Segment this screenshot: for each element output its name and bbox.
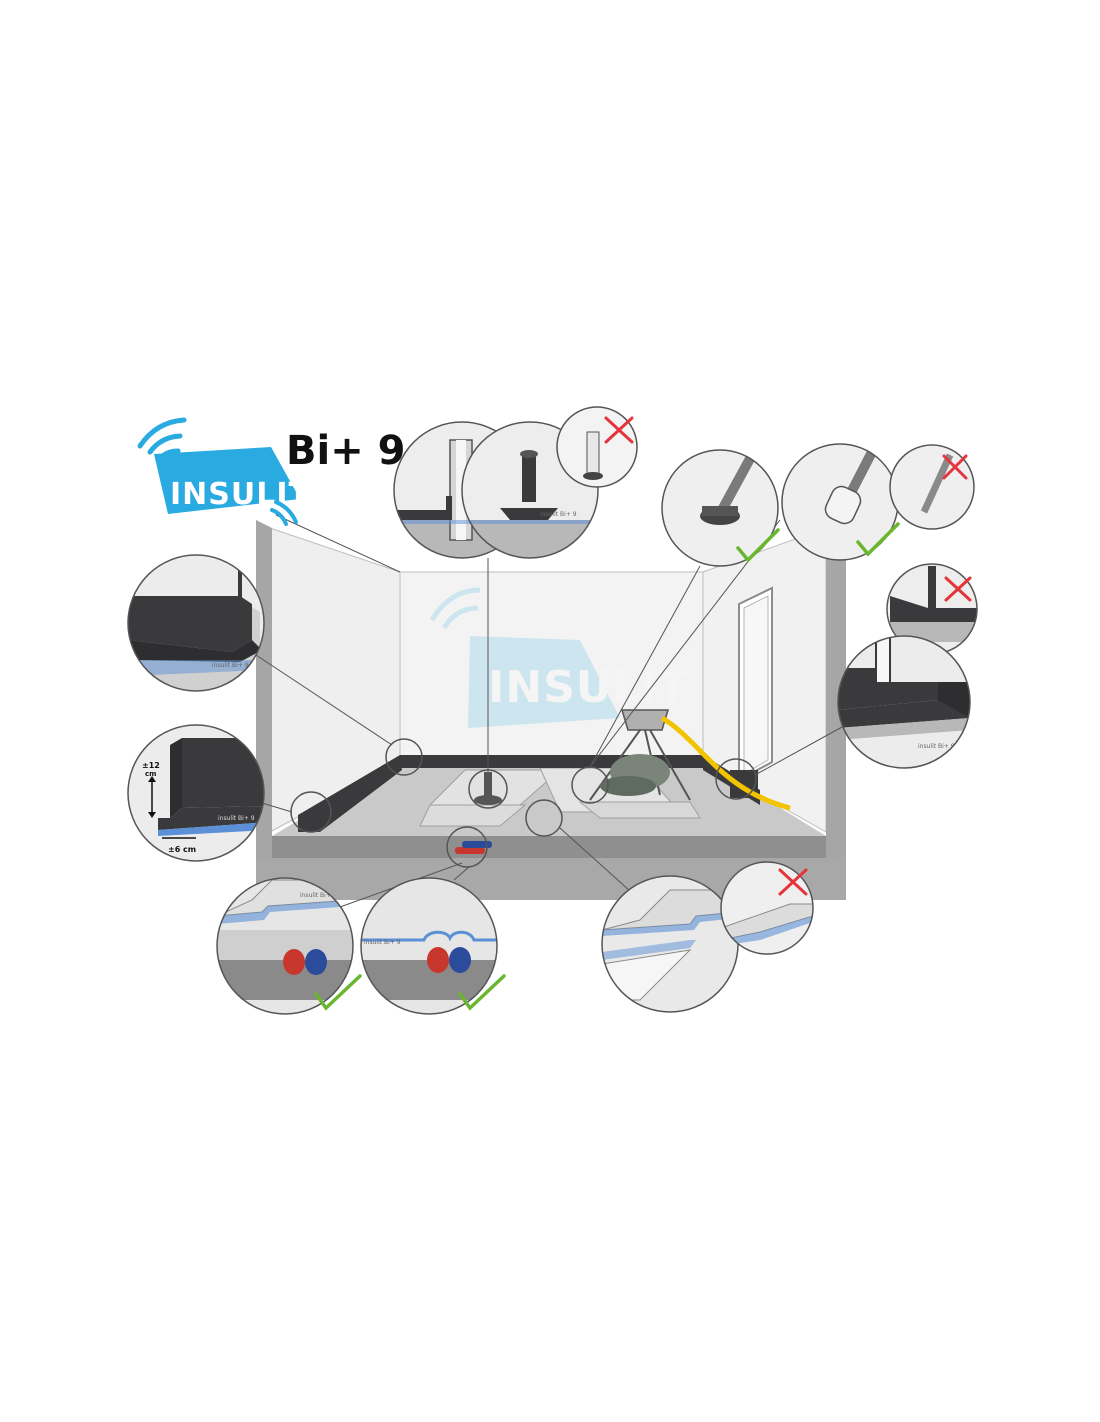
- pipes-in-floor: [455, 841, 492, 854]
- check-icon: [458, 974, 506, 1011]
- cross-icon: [944, 576, 972, 602]
- height-dimension: ±12: [142, 761, 160, 770]
- width-dimension: ±6 cm: [168, 845, 196, 854]
- detail-door-corner-wrong: [886, 563, 978, 655]
- product-name: Bi+ 9: [286, 428, 405, 474]
- perimeter-strip-left: [298, 755, 402, 832]
- right-wall-edge: [826, 520, 846, 858]
- detail-sleeve-wrong: [556, 406, 638, 488]
- screed-pump: [589, 709, 791, 811]
- check-icon: [856, 522, 900, 557]
- brand-logo: INSULIT: [137, 417, 310, 526]
- check-icon: [314, 974, 362, 1011]
- logo-text: INSULIT: [170, 477, 310, 512]
- detail-door-corner-ok: insulit Bi+ 9: [837, 635, 971, 769]
- watermark-text: INSULIT: [488, 662, 690, 713]
- watermark-logo: INSULIT: [429, 587, 690, 728]
- floor-sleeve: [474, 772, 502, 805]
- membrane-label-corner: insulit Bi+ 9: [212, 662, 249, 669]
- cross-icon: [942, 454, 968, 480]
- detail-wall-corner: insulit Bi+ 9: [127, 554, 265, 692]
- membrane-label-pipes1: insulit Bi+ 9: [300, 892, 337, 899]
- detail-leg-bare: [889, 444, 975, 530]
- membrane-sheet-4: [578, 801, 701, 819]
- door-frame: [738, 586, 773, 782]
- membrane-label-door: insulit Bi+ 9: [918, 743, 955, 750]
- detail-leg-cap: [781, 443, 900, 561]
- membrane-label-edge: insulit Bi+ 9: [218, 815, 255, 822]
- height-unit: cm: [145, 770, 156, 778]
- membrane-sheet-2: [419, 804, 527, 827]
- membrane-label-pipes2: insulit Bi+ 9: [364, 939, 401, 946]
- detail-overlap-joint: [601, 875, 739, 1013]
- cross-icon: [604, 416, 634, 444]
- detail-overlap-wrong: [720, 861, 814, 955]
- membrane-label-flange: insulit Bi+ 9: [540, 511, 577, 518]
- detail-leg-foot: [661, 449, 780, 567]
- detail-pipes-flat: insulit Bi+ 9: [216, 877, 362, 1015]
- room-illustration: INSULIT: [255, 514, 846, 908]
- detail-edge-strip: insulit Bi+ 9 ±12 cm ±6 cm: [127, 724, 265, 862]
- screed-edge: [272, 836, 826, 858]
- detail-pipes-draped: insulit Bi+ 9: [360, 877, 506, 1015]
- check-icon: [736, 528, 780, 563]
- cross-icon: [778, 868, 808, 896]
